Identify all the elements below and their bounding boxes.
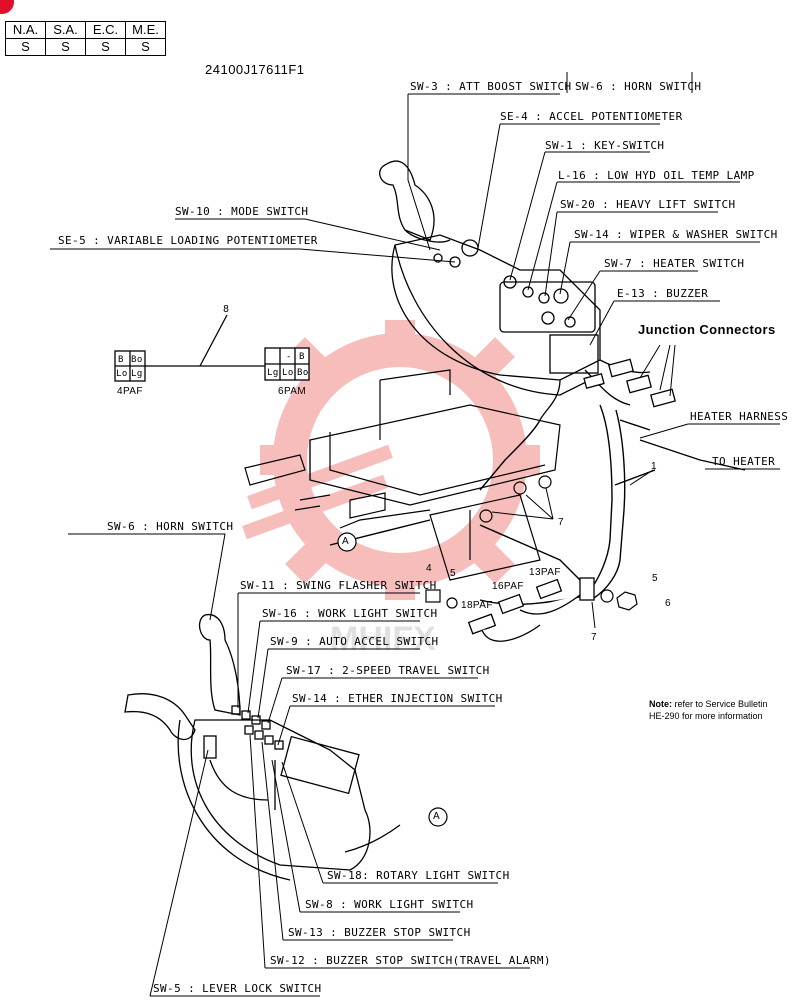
pin-6pam-1: - [286,352,292,362]
leader-lines-upper [50,72,780,629]
label-horn-switch-left: SW-6 : HORN SWITCH [107,520,234,533]
region-na-value: S [5,38,46,56]
label-buzzer-stop-switch: SW-13 : BUZZER STOP SWITCH [288,926,471,939]
label-work-light-switch-8: SW-8 : WORK LIGHT SWITCH [305,898,474,911]
callout-4: 4 [426,563,432,574]
callout-8: 8 [223,304,230,315]
label-buzzer: E-13 : BUZZER [617,287,709,300]
service-note: Note: refer to Service Bulletin HE-290 f… [649,698,768,722]
label-mode-switch: SW-10 : MODE SWITCH [175,205,309,218]
label-horn-switch-top: SW-6 : HORN SWITCH [575,80,702,93]
callout-7-lower: 7 [591,632,597,643]
pin-4paf-4: Lg [131,369,143,379]
label-key-switch: SW-1 : KEY-SWITCH [545,139,665,152]
label-auto-accel-switch: SW-9 : AUTO ACCEL SWITCH [270,635,439,648]
region-ec-header: E.C. [85,21,126,39]
label-accel-potentiometer: SE-4 : ACCEL POTENTIOMETER [500,110,683,123]
part-number: 24100J17611F1 [205,62,305,77]
label-wiper-washer-switch: SW-14 : WIPER & WASHER SWITCH [574,228,778,241]
pin-6pam-3: Lg [267,368,279,378]
connector-name-6pam: 6PAM [278,386,307,397]
availability-table: N.A. S.A. E.C. M.E. S S S S [5,21,166,56]
label-to-heater: TO HEATER [712,455,776,468]
label-att-boost-switch: SW-3 : ATT BOOST SWITCH [410,80,572,93]
pin-4paf-1: B [118,355,124,365]
harness-connectors [467,577,595,642]
callout-1: 1 [651,461,657,472]
fasteners [425,589,638,611]
callout-5-left: 5 [450,568,456,579]
reference-a-markers [337,532,448,827]
pin-6pam-5: Bo [297,368,309,378]
left-console [124,613,401,881]
note-prefix: Note: [649,699,672,709]
label-2-speed-travel-switch: SW-17 : 2-SPEED TRAVEL SWITCH [286,664,490,677]
label-variable-loading-potentiometer: SE-5 : VARIABLE LOADING POTENTIOMETER [58,234,318,247]
connector-16paf: 16PAF [492,581,524,592]
pin-6pam-4: Lo [282,368,294,378]
label-rotary-light-switch: SW-18: ROTARY LIGHT SWITCH [327,869,510,882]
operator-frame [244,369,561,581]
label-heavy-lift-switch: SW-20 : HEAVY LIFT SWITCH [560,198,736,211]
junction-connectors [583,358,676,408]
callout-5-right: 5 [652,573,658,584]
note-line-1: refer to Service Bulletin [674,699,768,709]
callout-7-upper: 7 [558,517,564,528]
region-sa-header: S.A. [45,21,86,39]
region-me-value: S [125,38,166,56]
label-swing-flasher-switch: SW-11 : SWING FLASHER SWITCH [240,579,437,592]
label-junction-connectors: Junction Connectors [638,322,776,337]
connector-detail [114,314,310,382]
connector-name-4paf: 4PAF [117,386,143,397]
callout-a-lower: A [433,811,441,822]
connector-13paf: 13PAF [529,567,561,578]
label-heater-harness: HEATER HARNESS [690,410,789,423]
leader-lines-lower [68,533,530,997]
label-work-light-switch-16: SW-16 : WORK LIGHT SWITCH [262,607,438,620]
connector-18paf: 18PAF [461,600,493,611]
label-lever-lock-switch: SW-5 : LEVER LOCK SWITCH [153,982,322,995]
pin-6pam-2: B [299,352,305,362]
label-ether-injection-switch: SW-14 : ETHER INJECTION SWITCH [292,692,503,705]
pin-4paf-2: Bo [131,355,143,365]
note-line-2: HE-290 for more information [649,711,763,721]
label-heater-switch: SW-7 : HEATER SWITCH [604,257,745,270]
pin-4paf-3: Lo [116,369,128,379]
callout-6: 6 [665,598,671,609]
label-buzzer-stop-switch-travel-alarm: SW-12 : BUZZER STOP SWITCH(TRAVEL ALARM) [270,954,551,967]
watermark-text: MHIFX [330,620,436,658]
svg-text:MHIFX: MHIFX [330,620,436,658]
callout-a-upper: A [342,536,350,547]
label-low-hyd-oil-temp-lamp: L-16 : LOW HYD OIL TEMP LAMP [558,169,755,182]
